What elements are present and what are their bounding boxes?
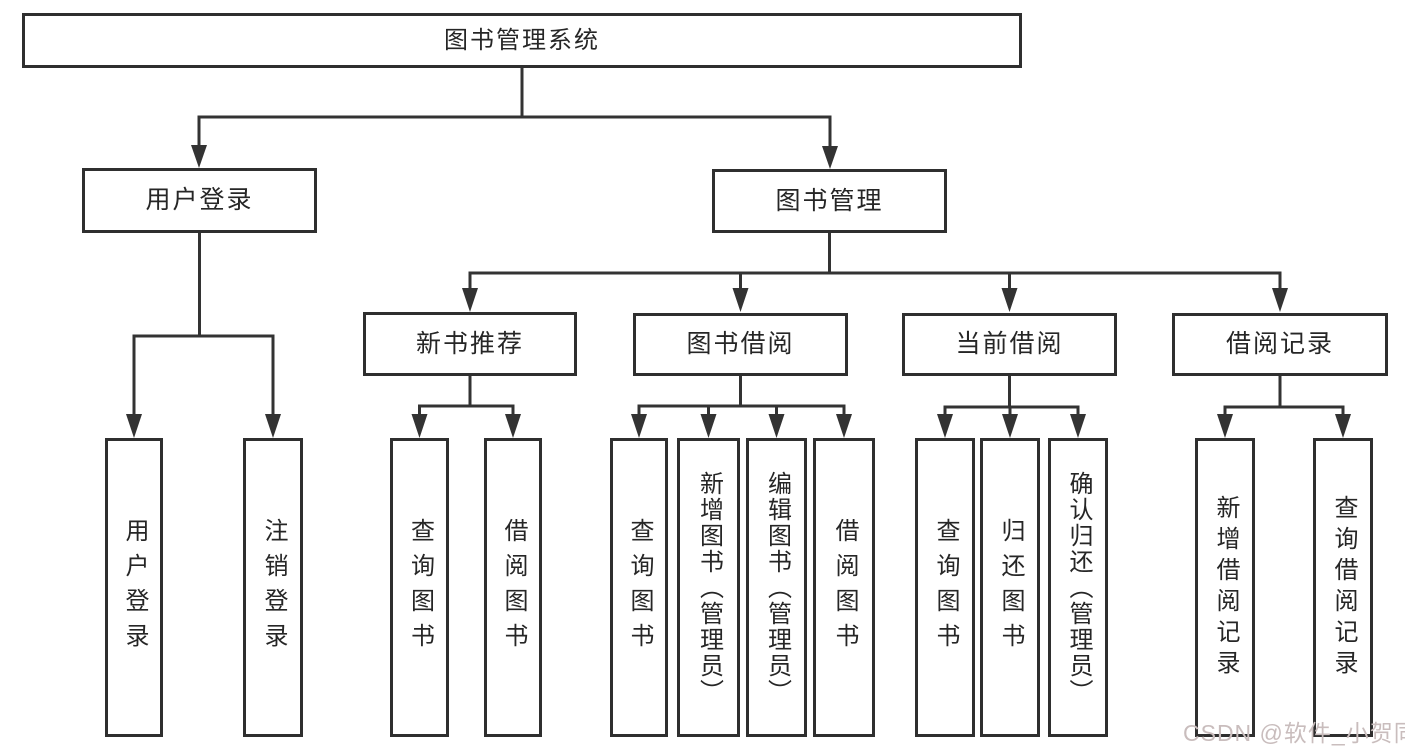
- node-current-borrowing-label: 当前借阅: [955, 330, 1064, 358]
- leaf-query-books-recommend: 查询图书: [390, 438, 449, 737]
- leaf-borrow-books-recommend: 借阅图书: [484, 438, 542, 737]
- leaf-return-book: 归还图书: [980, 438, 1040, 737]
- leaf-query-borrow-record: 查询借阅记录: [1313, 438, 1373, 737]
- leaf-borrow-books-recommend-label: 借阅图书: [500, 517, 527, 658]
- leaf-add-borrow-record-label: 新增借阅记录: [1212, 494, 1239, 681]
- leaf-query-books-current-label: 查询图书: [932, 517, 959, 658]
- leaf-edit-book-admin: 编辑图书（管理员）: [746, 438, 807, 737]
- leaf-add-borrow-record: 新增借阅记录: [1195, 438, 1255, 737]
- node-current-borrowing: 当前借阅: [902, 313, 1117, 376]
- leaf-user-login-label: 用户登录: [121, 517, 148, 658]
- leaf-borrow-books-borrowing: 借阅图书: [813, 438, 875, 737]
- node-borrow-records: 借阅记录: [1172, 313, 1388, 376]
- leaf-confirm-return-admin: 确认归还（管理员）: [1048, 438, 1108, 737]
- leaf-query-books-recommend-label: 查询图书: [406, 517, 434, 658]
- node-book-management: 图书管理: [712, 169, 947, 233]
- leaf-logout-label: 注销登录: [260, 517, 287, 658]
- node-book-borrowing-label: 图书借阅: [686, 330, 795, 358]
- leaf-user-login: 用户登录: [105, 438, 163, 737]
- node-library-management-system-label: 图书管理系统: [444, 26, 600, 54]
- node-user-login-group: 用户登录: [82, 168, 317, 233]
- node-new-book-recommend: 新书推荐: [363, 312, 577, 376]
- leaf-confirm-return-admin-label: 确认归还（管理员）: [1065, 470, 1092, 705]
- node-user-login-group-label: 用户登录: [145, 186, 254, 214]
- node-library-management-system: 图书管理系统: [22, 13, 1022, 68]
- node-book-borrowing: 图书借阅: [633, 313, 848, 376]
- leaf-return-book-label: 归还图书: [997, 517, 1024, 658]
- leaf-add-book-admin: 新增图书（管理员）: [677, 438, 740, 737]
- leaf-edit-book-admin-label: 编辑图书（管理员）: [763, 470, 791, 705]
- node-book-management-label: 图书管理: [775, 186, 884, 215]
- node-borrow-records-label: 借阅记录: [1225, 330, 1334, 358]
- leaf-query-books-current: 查询图书: [915, 438, 975, 737]
- leaf-add-book-admin-label: 新增图书（管理员）: [695, 470, 723, 705]
- leaf-query-borrow-record-label: 查询借阅记录: [1330, 494, 1357, 681]
- leaf-logout: 注销登录: [243, 438, 303, 737]
- leaf-query-books-borrowing-label: 查询图书: [626, 517, 653, 658]
- leaf-query-books-borrowing: 查询图书: [610, 438, 668, 737]
- node-new-book-recommend-label: 新书推荐: [415, 329, 524, 358]
- leaf-borrow-books-borrowing-label: 借阅图书: [831, 517, 858, 658]
